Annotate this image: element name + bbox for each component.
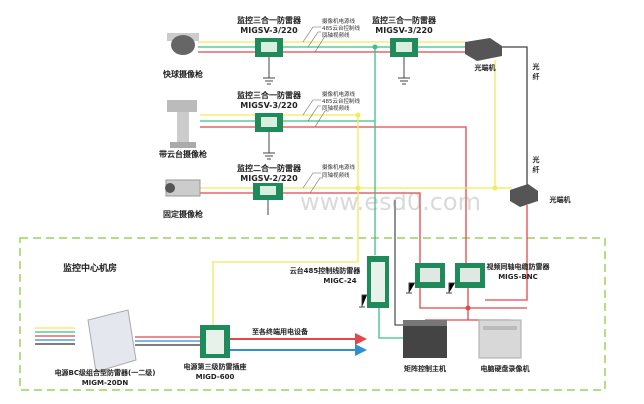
fiber-label: 光纤 [532, 156, 540, 174]
migd-name: 电源第三级防雷插座 [183, 363, 247, 371]
line-label: 485云台控制线 [322, 26, 360, 32]
camera-fixed-icon [165, 179, 201, 197]
line-label: 摄像机电源线 [322, 92, 356, 98]
protector-name: 监控三合一防雷器 [372, 16, 436, 25]
line-label: 同轴视频线 [322, 33, 350, 39]
line-label: 485云台控制线 [322, 99, 360, 105]
protector-name: 监控二合一防雷器 [237, 164, 301, 173]
row1-lines [198, 41, 465, 53]
migd-model: MIGD-600 [195, 373, 235, 381]
optical-terminal-label: 光端机 [474, 64, 496, 72]
ground-icons [263, 57, 455, 308]
camera-label: 带云台摄像枪 [159, 150, 207, 159]
matrix-label: 矩阵控制主机 [404, 365, 446, 373]
camera-ptz-icon [167, 100, 197, 148]
breaker-icon [87, 309, 137, 373]
terminal-devices-label: 至各终端用电设备 [252, 328, 308, 336]
line-label: 摄像机电源线 [322, 165, 356, 171]
migs-model: MIGS-BNC [498, 273, 538, 281]
migc-model: MIGC-24 [323, 277, 357, 285]
watermark: www.esd0.com [300, 188, 481, 216]
line-label: 同轴视频线 [322, 173, 350, 179]
protector-devices [200, 38, 485, 358]
protector-model: MIGSV-3/220 [375, 26, 433, 35]
recorder-icon [478, 319, 522, 359]
optical-terminal-label: 光端机 [549, 196, 571, 204]
migm-name: 电源BC级组合型防雷器(一二级) [54, 369, 156, 377]
protector-name: 监控三合一防雷器 [237, 16, 301, 25]
protector-model: MIGSV-3/220 [240, 26, 298, 35]
protector-model: MIGSV-2/220 [240, 174, 298, 183]
recorder-label: 电脑硬盘录像机 [480, 365, 530, 373]
protector-model: MIGSV-3/220 [240, 101, 298, 110]
protector-name: 监控三合一防雷器 [237, 91, 301, 100]
room-boundary [19, 237, 606, 391]
power-lines [35, 327, 367, 356]
line-label: 摄像机电源线 [322, 19, 356, 25]
line-label: 同轴视频线 [322, 106, 350, 112]
migm-model: MIGM-20DN [81, 379, 129, 387]
matrix-host-icon [403, 320, 447, 358]
camera-dome-icon [167, 33, 199, 55]
optical-terminal-icon [465, 38, 502, 61]
camera-label: 快球摄像枪 [163, 70, 203, 79]
migc-name: 云台485控制线防雷器 [289, 267, 361, 275]
fiber-label: 光纤 [532, 63, 540, 81]
camera-label: 固定摄像枪 [163, 210, 203, 219]
migs-name: 视频同轴电缆防雷器 [486, 263, 550, 271]
optical-terminal-icon-2 [510, 184, 538, 207]
label-pointers [302, 26, 329, 194]
room-title: 监控中心机房 [62, 264, 118, 274]
